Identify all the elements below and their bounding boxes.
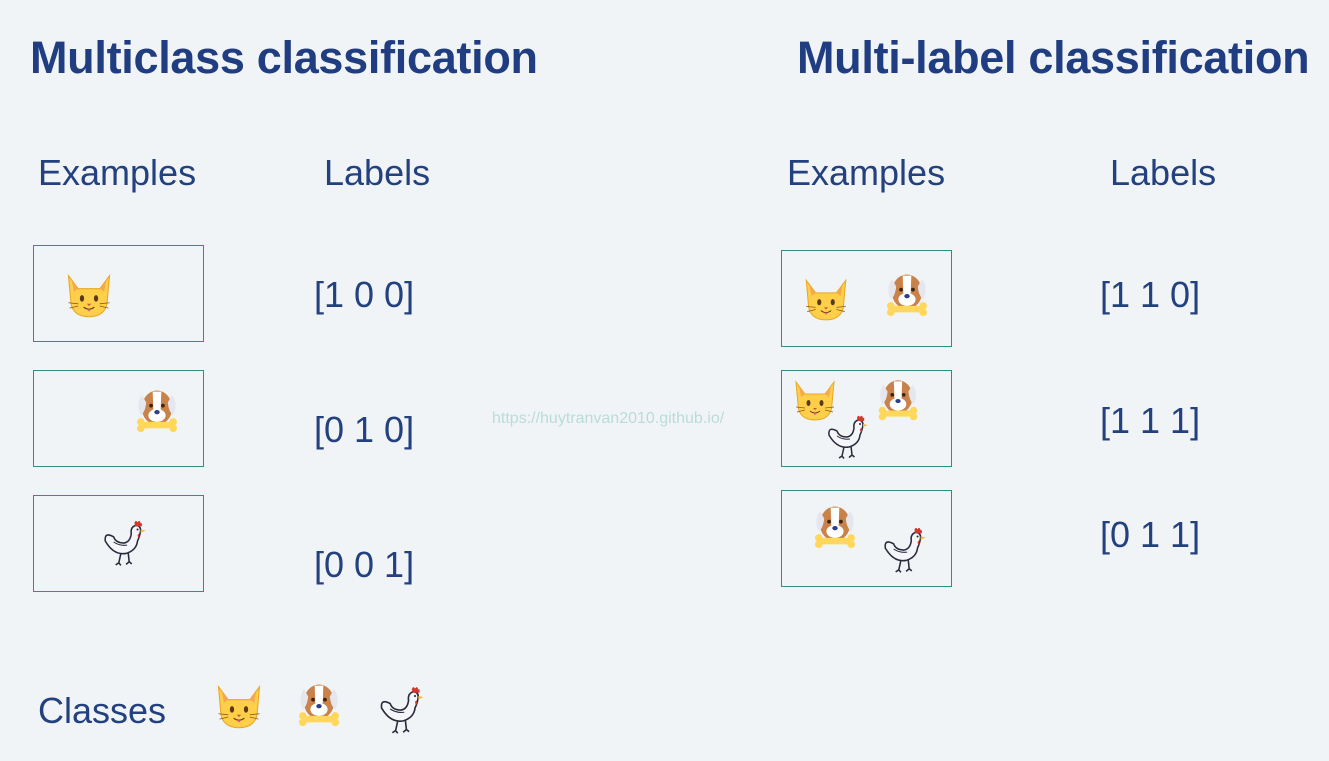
dog-with-bone-icon — [880, 267, 934, 321]
watermark-url: https://huytranvan2010.github.io/ — [492, 410, 725, 427]
chicken-icon — [822, 411, 872, 461]
dog-with-bone-icon — [130, 383, 184, 437]
multiclass-examples-header: Examples — [38, 152, 197, 193]
classes-label: Classes — [38, 690, 167, 731]
multilabel-examples-header: Examples — [787, 152, 946, 193]
multilabel-labels-header: Labels — [1110, 152, 1217, 193]
class-chicken-icon — [374, 682, 428, 736]
multilabel-label-2: [1 1 1] — [1100, 400, 1201, 441]
multiclass-example-box-3 — [33, 495, 204, 592]
class-dog-with-bone-icon — [292, 677, 346, 731]
multiclass-title: Multiclass classification — [30, 32, 538, 83]
multilabel-label-3: [0 1 1] — [1100, 514, 1201, 555]
multilabel-example-box-2 — [781, 370, 952, 467]
multilabel-example-box-3 — [781, 490, 952, 587]
chicken-icon — [878, 523, 930, 575]
cat-face-icon — [62, 266, 116, 320]
cat-face-icon — [800, 271, 852, 323]
multiclass-label-2: [0 1 0] — [314, 409, 415, 450]
multiclass-example-box-1 — [33, 245, 204, 342]
multiclass-example-box-2 — [33, 370, 204, 467]
multilabel-label-1: [1 1 0] — [1100, 274, 1201, 315]
class-cat-face-icon — [212, 677, 266, 731]
chicken-icon — [98, 516, 150, 568]
multiclass-label-3: [0 0 1] — [314, 544, 415, 585]
multiclass-labels-header: Labels — [324, 152, 431, 193]
dog-with-bone-icon — [872, 373, 924, 425]
multiclass-label-1: [1 0 0] — [314, 274, 415, 315]
multilabel-title: Multi-label classification — [797, 32, 1310, 83]
multilabel-example-box-1 — [781, 250, 952, 347]
dog-with-bone-icon — [808, 499, 862, 553]
